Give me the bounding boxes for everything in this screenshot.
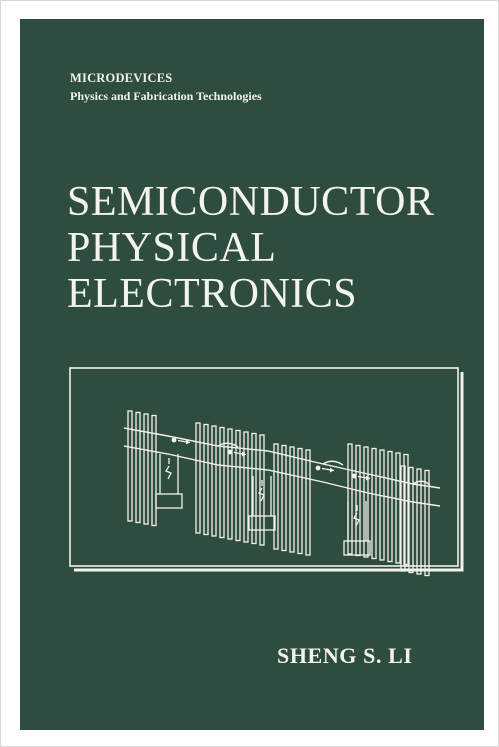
book-cover: MICRODEVICES Physics and Fabrication Tec… (20, 19, 484, 730)
title-line-1: SEMICONDUCTOR (67, 179, 435, 225)
series-title: MICRODEVICES (70, 71, 173, 85)
title-line-3: ELECTRONICS (67, 271, 358, 317)
book-title: SEMICONDUCTOR PHYSICAL ELECTRONICS (67, 179, 434, 317)
title-line-2: PHYSICAL (67, 225, 277, 271)
author-name: SHENG S. LI (277, 643, 413, 668)
transistor-array-illustration (69, 367, 464, 577)
series-heading: MICRODEVICES Physics and Fabrication Tec… (70, 69, 262, 105)
series-subtitle: Physics and Fabrication Technologies (70, 89, 262, 103)
